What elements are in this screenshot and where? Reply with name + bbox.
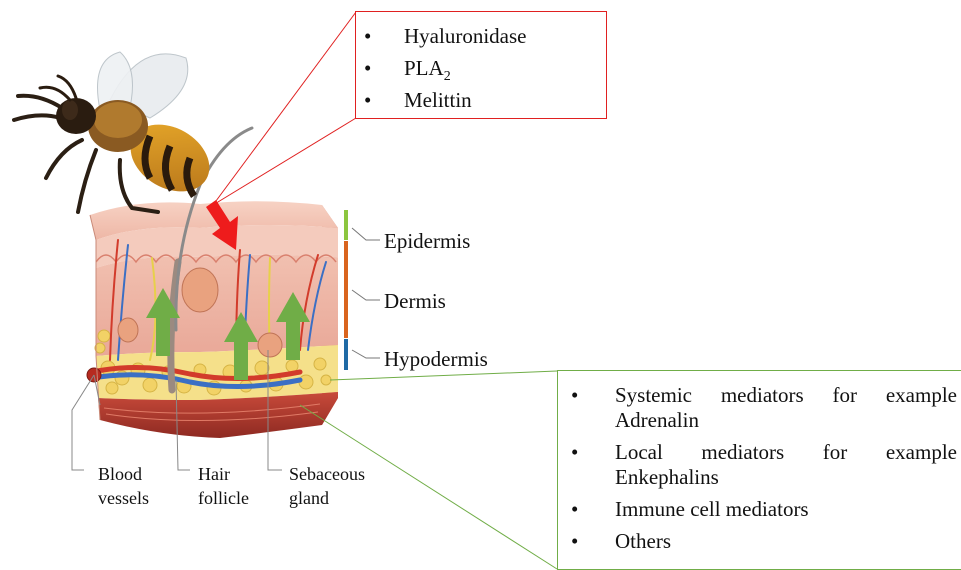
mediator-item-immune: Immune cell mediators (615, 497, 957, 522)
venom-item-hyaluronidase: Hyaluronidase (404, 24, 526, 48)
bullet-icon: • (571, 497, 578, 522)
bee-illustration (14, 52, 221, 212)
label-epidermis: Epidermis (384, 229, 470, 253)
pla-subscript: 2 (444, 69, 451, 84)
label-dermis: Dermis (384, 289, 446, 313)
bullet-icon: • (571, 440, 578, 465)
mediator-item-local: Local mediators for example Enkephalins (615, 440, 957, 490)
label-hair-follicle: Hair follicle (198, 462, 249, 510)
label-blood-vessels: Blood vessels (98, 462, 149, 510)
bullet-icon: • (571, 529, 578, 554)
list-item: • PLA2 (364, 54, 526, 86)
list-item: • Systemic mediators for example Adrenal… (571, 383, 957, 433)
venom-components-list: • Hyaluronidase • PLA2 • Melittin (364, 22, 526, 118)
list-item: • Hyaluronidase (364, 22, 526, 54)
list-item: • Melittin (364, 86, 526, 118)
venom-item-pla2: PLA2 (404, 56, 451, 80)
list-item: • Local mediators for example Enkephalin… (571, 440, 957, 490)
venom-components-box: • Hyaluronidase • PLA2 • Melittin (355, 11, 607, 119)
list-item: • Immune cell mediators (571, 497, 957, 522)
mediators-list: • Systemic mediators for example Adrenal… (571, 383, 957, 561)
layer-scale (346, 210, 380, 370)
label-sebaceous-gland: Sebaceous gland (289, 462, 365, 510)
mediators-box: • Systemic mediators for example Adrenal… (557, 370, 961, 570)
bullet-icon: • (571, 383, 578, 408)
venom-item-melittin: Melittin (404, 88, 472, 112)
mediator-item-systemic: Systemic mediators for example Adrenalin (615, 383, 957, 433)
list-item: • Others (571, 529, 957, 554)
bullet-icon: • (364, 86, 371, 114)
bullet-icon: • (364, 54, 371, 82)
bullet-icon: • (364, 22, 371, 50)
mediator-item-others: Others (615, 529, 957, 554)
skin-block (87, 128, 338, 438)
label-hypodermis: Hypodermis (384, 347, 488, 371)
